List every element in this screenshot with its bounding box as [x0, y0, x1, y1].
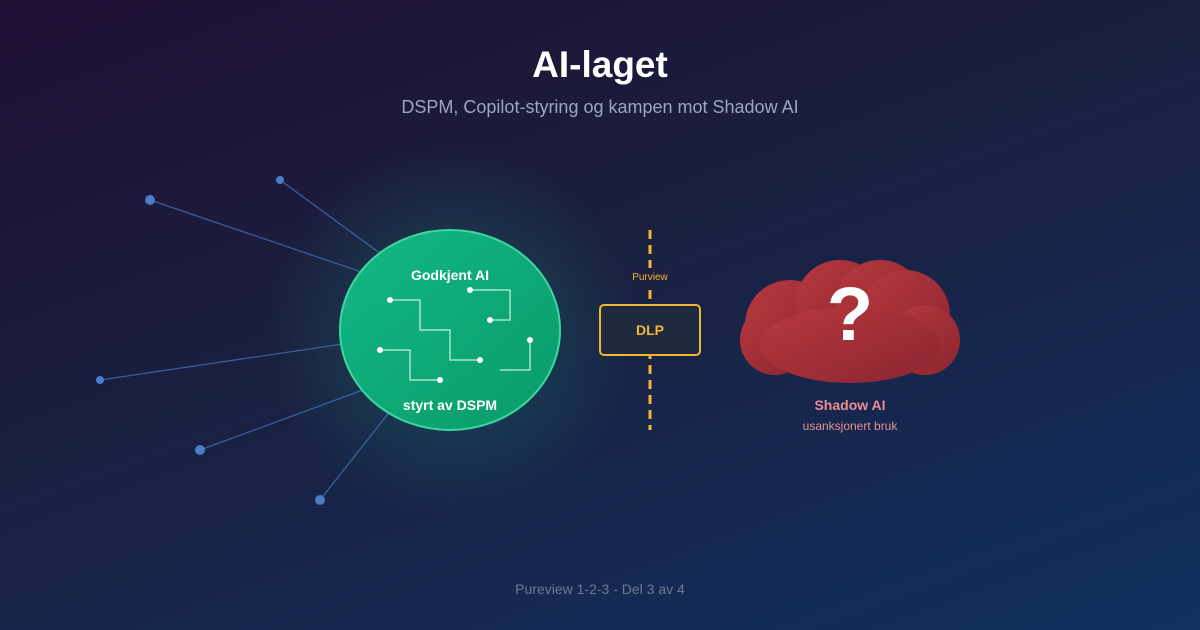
external-node [315, 495, 325, 505]
shadow-ai-sublabel: usanksjonert bruk [803, 419, 899, 433]
page-title: AI-laget [532, 44, 668, 85]
dlp-label: DLP [636, 322, 664, 338]
external-node [195, 445, 205, 455]
connection-line [149, 199, 386, 281]
circuit-nodes [377, 287, 533, 383]
connection-line [99, 339, 371, 381]
shadow-ai-cloud-icon [740, 260, 960, 383]
connection-line [199, 379, 391, 451]
external-connections [99, 179, 401, 501]
external-nodes [96, 176, 325, 505]
external-node [96, 376, 104, 384]
external-node [276, 176, 284, 184]
dspm-label: styrt av DSPM [403, 397, 497, 413]
purview-label: Purview [632, 272, 668, 283]
approved-ai-label: Godkjent AI [411, 267, 489, 283]
dlp-box [599, 304, 701, 356]
page-subtitle: DSPM, Copilot-styring og kampen mot Shad… [401, 97, 799, 117]
question-mark-icon: ? [827, 272, 873, 357]
shadow-ai-label: Shadow AI [814, 397, 885, 413]
purview-label-bg [634, 268, 666, 284]
footer-series-label: Pureview 1-2-3 - Del 3 av 4 [515, 581, 685, 597]
connection-line [319, 404, 396, 501]
external-node [145, 195, 155, 205]
circuit-icon [380, 289, 531, 381]
